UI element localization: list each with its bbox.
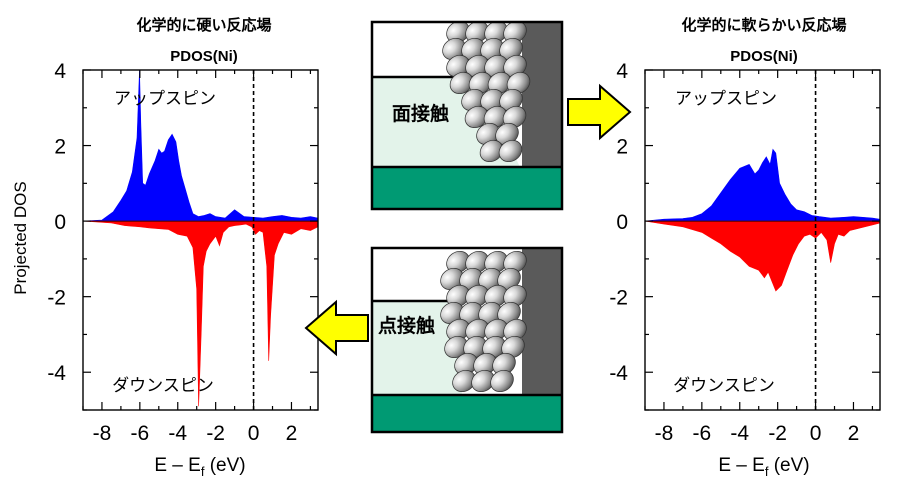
electrode-wall	[522, 22, 562, 167]
particle	[446, 20, 470, 44]
x-tick-label: 0	[810, 422, 822, 445]
x-tick-label: 2	[848, 422, 860, 445]
y-tick-label: -4	[47, 362, 66, 385]
spin-down-area	[82, 220, 319, 407]
right-spin-up-label: アップスピン	[675, 89, 777, 108]
interface-region	[372, 301, 462, 395]
left-x-axis-label: E – Ef (eV)	[154, 455, 245, 479]
particle	[479, 139, 504, 163]
surface-contact-schematic: 面接触	[370, 20, 564, 211]
particle-cluster-point	[440, 250, 527, 393]
left-panel-subtitle: PDOS(Ni)	[170, 48, 238, 65]
particle	[452, 369, 476, 393]
plot-frame	[82, 69, 319, 411]
y-tick-label: 0	[54, 211, 66, 234]
x-tick-label: 2	[286, 422, 298, 445]
right-panel-title: 化学的に軟らかい反応場	[681, 16, 846, 34]
particle	[465, 20, 489, 44]
particle	[503, 250, 527, 274]
left-pdos-plot: -8 -6 -4 -2 0 2 4 2 0 -2 -4	[47, 60, 319, 445]
x-tick-label: -2	[768, 422, 787, 445]
y-tick-label: -2	[609, 287, 628, 310]
spin-up-area	[82, 69, 319, 222]
particle	[484, 20, 508, 44]
particle	[446, 284, 470, 308]
y-tick-label: 4	[616, 60, 628, 83]
right-panel: 化学的に軟らかい反応場 PDOS(Ni) -8 -6 -4 -2 0 2 4 2 0 -2 -4 ア…	[609, 16, 881, 479]
particle	[503, 20, 527, 44]
x-tick-label: -8	[93, 422, 112, 445]
right-x-axis-label: E – Ef (eV)	[718, 455, 809, 479]
x-tick-label: 0	[248, 422, 260, 445]
x-tick-label: -6	[131, 422, 150, 445]
y-tick-label: 2	[54, 136, 66, 159]
left-panel-title: 化学的に硬い反応場	[136, 16, 271, 34]
x-tick-label: -4	[168, 422, 187, 445]
y-axis-label: Projected DOS	[11, 181, 30, 294]
spin-down-area	[644, 220, 881, 292]
particle	[464, 105, 489, 129]
y-tick-label: -2	[47, 287, 66, 310]
surface-contact-label: 面接触	[392, 102, 449, 125]
particle	[503, 284, 527, 308]
particle	[490, 369, 514, 393]
right-spin-down-label: ダウンスピン	[673, 376, 775, 395]
particle	[484, 250, 508, 274]
x-tick-label: -2	[206, 422, 225, 445]
left-spin-up-label: アップスピン	[114, 89, 216, 108]
y-tick-label: -4	[609, 362, 628, 385]
left-spin-down-label: ダウンスピン	[112, 376, 214, 395]
arrow-right-icon	[567, 83, 632, 141]
left-panel: 化学的に硬い反応場 PDOS(Ni) Projected DOS -8-6-4-…	[11, 16, 319, 479]
y-tick-label: 2	[616, 136, 628, 159]
right-pdos-plot: -8 -6 -4 -2 0 2 4 2 0 -2 -4	[609, 60, 881, 445]
right-panel-subtitle: PDOS(Ni)	[730, 48, 798, 65]
y-tick-label: 0	[616, 211, 628, 234]
y-tick-label: 4	[54, 60, 66, 83]
particle	[471, 369, 495, 393]
substrate-layer	[372, 167, 562, 209]
particle-cluster-surface	[442, 20, 531, 163]
electrode-wall	[522, 248, 562, 395]
arrow-left-icon	[304, 299, 369, 357]
spin-up-area	[644, 148, 881, 222]
x-tick-label: -6	[693, 422, 712, 445]
particle	[498, 139, 523, 163]
particle	[465, 250, 489, 274]
point-contact-schematic: 点接触	[370, 246, 564, 434]
x-tick-label: -4	[730, 422, 749, 445]
particle	[446, 250, 470, 274]
point-contact-label: 点接触	[378, 314, 435, 337]
particle	[465, 284, 489, 308]
substrate-layer	[372, 395, 562, 432]
x-tick-label: -8	[655, 422, 674, 445]
plot-frame	[644, 69, 881, 411]
particle	[449, 71, 474, 95]
particle	[484, 284, 508, 308]
